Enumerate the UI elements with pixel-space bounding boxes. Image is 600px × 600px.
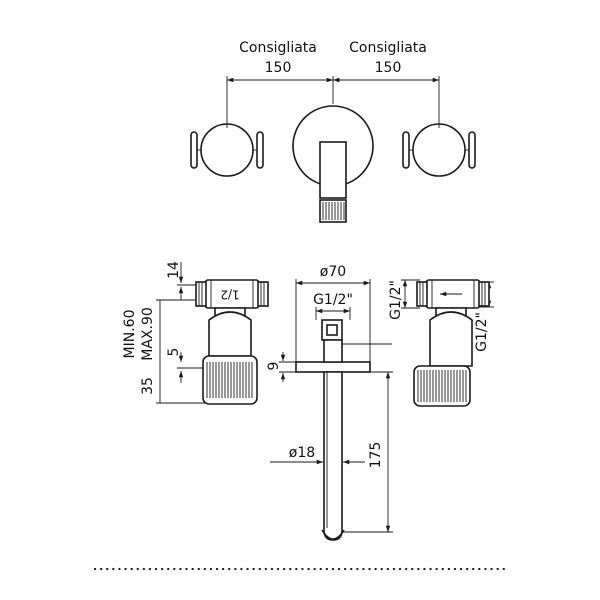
rosette-thickness-label: 9 bbox=[266, 362, 282, 371]
spacing-dimension-line bbox=[226, 76, 440, 128]
left-dim-handle: 35 bbox=[140, 377, 156, 395]
right-spacing-label: Consigliata bbox=[349, 40, 427, 56]
left-handle-knurling bbox=[206, 362, 253, 398]
spout-length-label: 175 bbox=[368, 442, 384, 469]
left-dim-max: MAX.90 bbox=[140, 307, 156, 361]
spout-diameter-label: ø18 bbox=[289, 445, 315, 461]
left-spacing-label: Consigliata bbox=[239, 40, 317, 56]
left-spacing-value: 150 bbox=[265, 60, 292, 76]
right-thread-top-label: G1/2" bbox=[388, 280, 404, 320]
left-dim-min: MIN.60 bbox=[122, 310, 138, 359]
right-thread-side-label: G1/2" bbox=[474, 312, 490, 352]
right-handle-top-view bbox=[402, 123, 476, 177]
right-spacing-value: 150 bbox=[375, 60, 402, 76]
top-view: Consigliata 150 Consigliata 150 bbox=[190, 40, 476, 223]
right-valve-front-view: G1/2" G1/2" bbox=[388, 279, 494, 407]
rosette-diameter-label: ø70 bbox=[320, 264, 346, 280]
left-dimension-lines bbox=[156, 262, 205, 404]
spout-front-view: ø70 G1/2" 9 ø18 175 bbox=[266, 264, 393, 541]
left-valve-front-view: 14 MIN.60 MAX.90 5 35 1/2 bbox=[122, 261, 269, 405]
left-valve-marking: 1/2 bbox=[220, 288, 239, 302]
right-handle-knurling bbox=[417, 370, 467, 402]
left-handle-top-view bbox=[190, 123, 264, 177]
left-dim-gap: 5 bbox=[166, 348, 182, 357]
spout-top-view bbox=[292, 105, 374, 223]
left-dim-top: 14 bbox=[166, 261, 182, 279]
spout-thread-label: G1/2" bbox=[313, 292, 353, 308]
